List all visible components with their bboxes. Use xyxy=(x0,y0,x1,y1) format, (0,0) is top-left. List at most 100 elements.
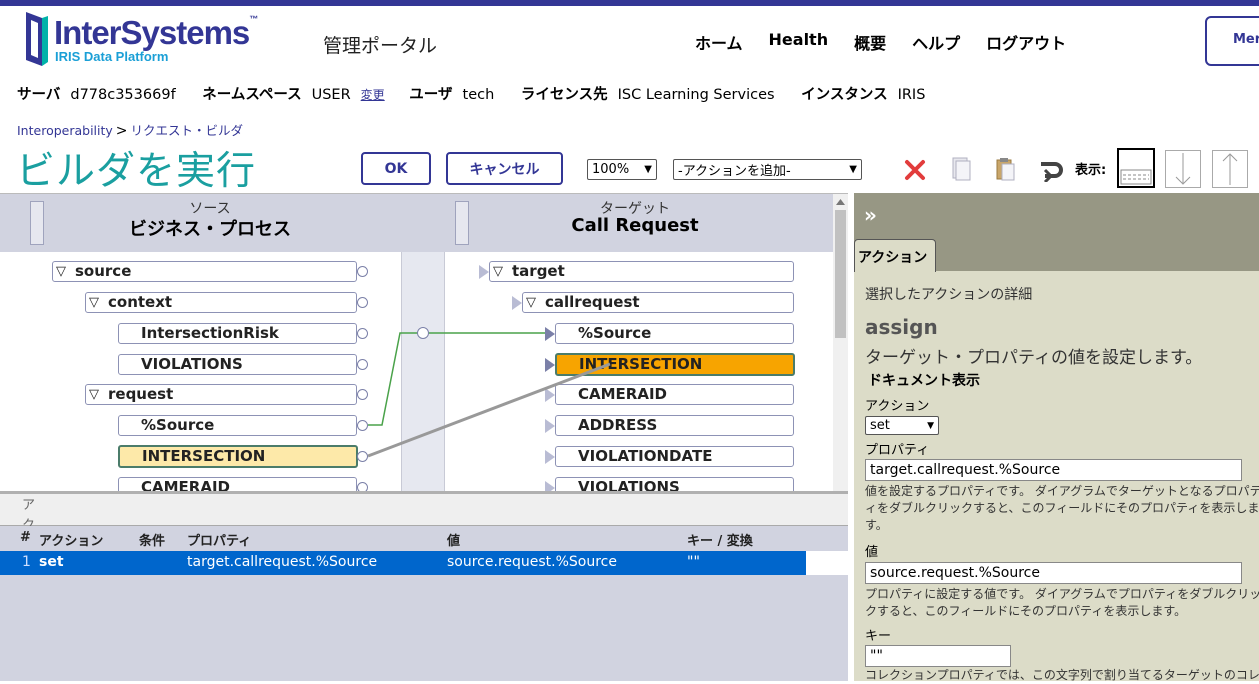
action-label: アクション xyxy=(865,399,930,414)
target-node-source-prop[interactable]: %Source xyxy=(555,323,794,344)
node-label: ADDRESS xyxy=(578,416,658,434)
cancel-button[interactable]: キャンセル xyxy=(446,152,563,185)
target-node-cameraid[interactable]: CAMERAID xyxy=(555,384,794,405)
table-row[interactable]: 1 set target.callrequest.%Source source.… xyxy=(0,551,806,575)
namespace-label: ネームスペース xyxy=(202,87,302,103)
breadcrumb-request-builder[interactable]: リクエスト・ビルダ xyxy=(130,123,244,138)
expand-icon: ▽ xyxy=(56,264,66,279)
target-node-intersection[interactable]: INTERSECTION xyxy=(555,353,795,376)
col-value[interactable]: 値 xyxy=(447,534,461,549)
target-port[interactable] xyxy=(545,481,555,491)
panel-splitter[interactable] xyxy=(0,491,848,494)
target-node-callrequest[interactable]: ▽callrequest xyxy=(522,292,794,313)
top-accent-bar xyxy=(0,0,1259,6)
intersystems-logo[interactable]: InterSystems™ IRIS Data Platform xyxy=(22,12,262,68)
source-port[interactable] xyxy=(357,359,368,370)
col-property[interactable]: プロパティ xyxy=(187,534,252,549)
target-port[interactable] xyxy=(545,419,555,433)
action-details-panel: » アクション 選択したアクションの詳細 assign ターゲット・プロパティの… xyxy=(851,193,1259,682)
tab-action[interactable]: アクション xyxy=(854,239,936,272)
value-input[interactable]: source.request.%Source xyxy=(865,562,1242,584)
expand-icon: ▽ xyxy=(526,295,536,310)
collapse-panel-icon[interactable]: » xyxy=(864,203,877,227)
node-label: INTERSECTION xyxy=(142,447,266,465)
ok-button[interactable]: OK xyxy=(361,152,431,185)
menu-button[interactable]: Mer xyxy=(1205,16,1259,66)
key-input[interactable]: "" xyxy=(865,645,1011,667)
mapping-diagram[interactable]: ソース ビジネス・プロセス ターゲット Call Request ▽source… xyxy=(0,193,848,491)
node-label: INTERSECTION xyxy=(579,355,703,373)
source-node-intersectionrisk[interactable]: IntersectionRisk xyxy=(118,323,357,344)
target-node-violationdate[interactable]: VIOLATIONDATE xyxy=(555,446,794,467)
target-port[interactable] xyxy=(545,358,555,372)
paste-icon[interactable] xyxy=(995,156,1017,182)
source-port[interactable] xyxy=(357,297,368,308)
view-down-button[interactable] xyxy=(1165,150,1201,188)
source-port[interactable] xyxy=(357,420,368,431)
diagram-scroll-thumb[interactable] xyxy=(835,210,846,338)
col-action[interactable]: アクション xyxy=(39,534,104,549)
delete-icon[interactable] xyxy=(903,158,927,182)
source-node-source[interactable]: ▽source xyxy=(52,261,357,282)
source-port[interactable] xyxy=(357,266,368,277)
nav-help[interactable]: ヘルプ xyxy=(912,34,961,53)
target-node-address[interactable]: ADDRESS xyxy=(555,415,794,436)
col-key[interactable]: キー / 変換 xyxy=(687,534,753,549)
undo-icon[interactable] xyxy=(1037,156,1065,182)
source-port[interactable] xyxy=(357,482,368,491)
source-scroll-spinner[interactable] xyxy=(30,201,44,245)
scroll-up-icon[interactable] xyxy=(836,198,845,206)
view-table-button[interactable] xyxy=(1117,148,1155,188)
logo-title: InterSystems™ xyxy=(54,14,259,51)
target-port[interactable] xyxy=(545,388,555,402)
nav-overview[interactable]: 概要 xyxy=(854,34,887,53)
value-label: 値 xyxy=(865,545,879,560)
source-node-intersection[interactable]: INTERSECTION xyxy=(118,445,358,468)
change-namespace-link[interactable]: 変更 xyxy=(360,88,385,102)
server-label: サーバ xyxy=(17,87,61,103)
row-num: 1 xyxy=(22,554,31,570)
source-node-context[interactable]: ▽context xyxy=(85,292,357,313)
action-select[interactable]: set▼ xyxy=(865,416,939,435)
source-port[interactable] xyxy=(357,451,368,462)
target-node-target[interactable]: ▽target xyxy=(489,261,794,282)
source-port[interactable] xyxy=(357,328,368,339)
view-up-button[interactable] xyxy=(1212,150,1248,188)
col-condition[interactable]: 条件 xyxy=(139,534,166,549)
page-title: ビルダを実行 xyxy=(16,149,257,194)
chevron-down-icon: ▼ xyxy=(849,164,857,175)
target-port[interactable] xyxy=(479,265,489,279)
nav-home[interactable]: ホーム xyxy=(695,34,743,53)
target-node-violations[interactable]: VIOLATIONS xyxy=(555,477,794,491)
row-tail xyxy=(806,551,848,575)
node-label: VIOLATIONDATE xyxy=(578,447,713,465)
node-label: context xyxy=(108,293,173,311)
add-action-select[interactable]: -アクションを追加-▼ xyxy=(673,159,862,180)
diagram-scrollbar[interactable] xyxy=(833,194,848,491)
copy-icon[interactable] xyxy=(950,156,972,182)
source-node-violations[interactable]: VIOLATIONS xyxy=(118,354,357,375)
source-header-title: ビジネス・プロセス xyxy=(129,219,291,240)
key-help: コレクションプロパティでは、この文字列で割り当てるターゲットのコレ xyxy=(865,668,1259,682)
mapping-links xyxy=(367,327,611,458)
target-port[interactable] xyxy=(545,450,555,464)
source-port[interactable] xyxy=(357,389,368,400)
breadcrumb-interoperability[interactable]: Interoperability xyxy=(17,123,113,138)
nav-logout[interactable]: ログアウト xyxy=(986,34,1067,53)
property-input[interactable]: target.callrequest.%Source xyxy=(865,459,1242,481)
user-value: tech xyxy=(462,87,495,103)
source-node-request[interactable]: ▽request xyxy=(85,384,357,405)
nav-health[interactable]: Health xyxy=(768,30,829,49)
zoom-value: 100% xyxy=(592,162,630,177)
zoom-select[interactable]: 100%▼ xyxy=(587,159,657,180)
source-node-cameraid[interactable]: CAMERAID xyxy=(118,477,357,491)
link-midpoint xyxy=(417,327,429,339)
source-node-source-prop[interactable]: %Source xyxy=(118,415,357,436)
documentation-link[interactable]: ドキュメント表示 xyxy=(868,373,980,389)
target-port[interactable] xyxy=(512,296,522,310)
row-key: "" xyxy=(687,554,700,570)
target-port[interactable] xyxy=(545,327,555,341)
target-scroll-spinner[interactable] xyxy=(455,201,469,245)
col-num: # xyxy=(20,530,31,545)
